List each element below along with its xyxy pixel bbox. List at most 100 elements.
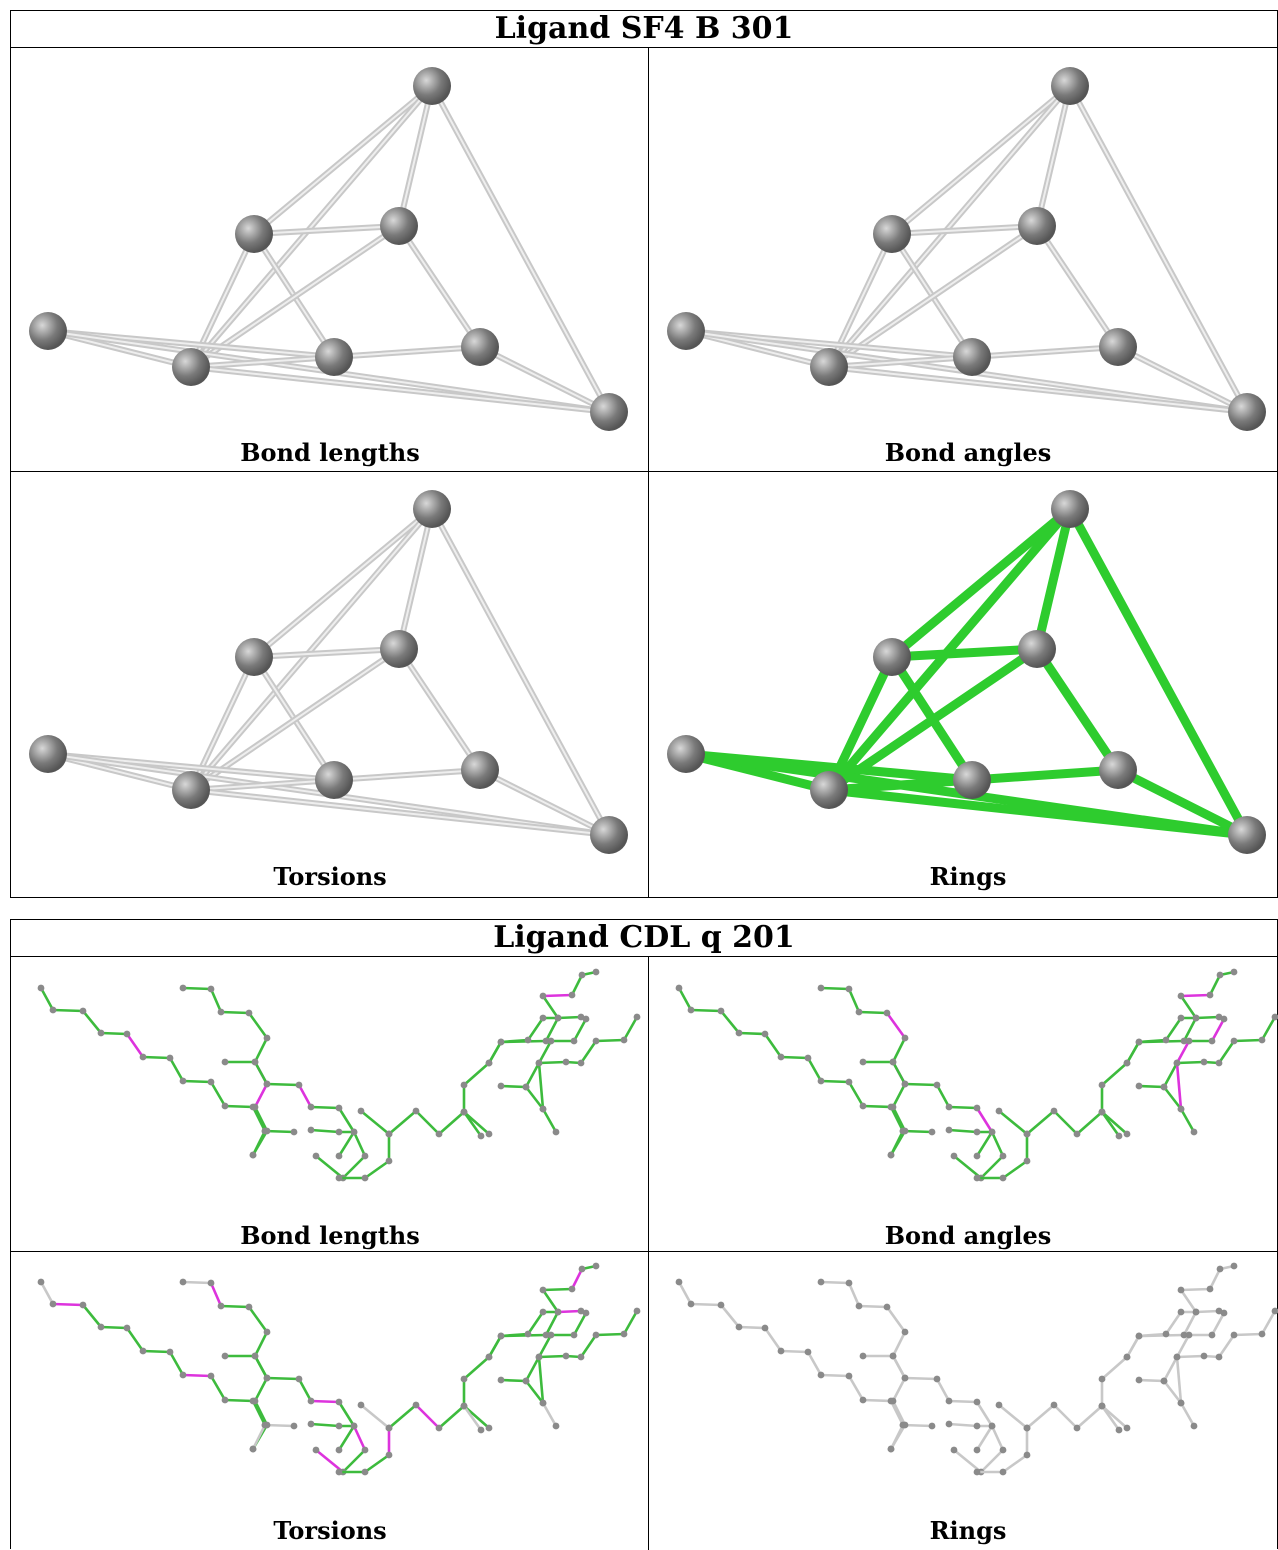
atom	[1173, 1353, 1181, 1361]
bond-highlight	[333, 346, 481, 358]
bond	[387, 1403, 418, 1430]
atom	[295, 1375, 303, 1383]
bond	[537, 1354, 568, 1359]
bond	[1179, 1401, 1196, 1428]
atom	[953, 761, 991, 799]
atom	[928, 1128, 936, 1136]
bond	[537, 1355, 545, 1405]
atom	[1123, 1059, 1131, 1067]
atom	[810, 771, 848, 809]
atom	[139, 1347, 147, 1355]
atom	[901, 1374, 909, 1382]
atom	[1177, 992, 1185, 1000]
atom	[582, 1015, 590, 1023]
atom	[804, 1054, 812, 1062]
bond	[526, 1310, 545, 1336]
bond	[1137, 1332, 1168, 1338]
bond	[622, 1309, 639, 1336]
atom	[1123, 1353, 1131, 1361]
bond	[572, 1311, 588, 1337]
bond-highlight	[190, 789, 610, 836]
atom	[335, 1422, 343, 1430]
atom	[37, 1278, 45, 1286]
bond	[1182, 1016, 1198, 1043]
atom	[953, 338, 991, 376]
bond	[209, 1281, 223, 1308]
atom	[901, 1328, 909, 1336]
bond	[579, 1039, 598, 1065]
bond	[524, 1355, 541, 1383]
atom	[1099, 751, 1137, 789]
bond	[1164, 1016, 1183, 1042]
bond	[1194, 1015, 1221, 1020]
atom	[1180, 1037, 1188, 1045]
atom	[251, 1058, 259, 1066]
atom	[845, 1078, 853, 1086]
bond	[499, 1038, 530, 1044]
atom	[485, 1424, 493, 1432]
cdl-caption-torsions: Torsions	[273, 1516, 387, 1545]
atom	[999, 1174, 1007, 1182]
atom	[592, 1037, 600, 1045]
atom	[542, 1331, 550, 1339]
atom	[1208, 1331, 1216, 1339]
atom	[973, 1468, 981, 1476]
cdl-bond-angles-view	[675, 968, 1278, 1182]
atom	[568, 991, 576, 999]
bond	[719, 1303, 741, 1329]
bond	[253, 1036, 269, 1064]
bond	[541, 1288, 560, 1314]
bond-highlight	[971, 346, 1119, 358]
atom	[667, 735, 705, 773]
atom	[633, 1013, 641, 1021]
atom	[263, 1080, 271, 1088]
atom	[945, 1126, 953, 1134]
bond	[524, 1085, 545, 1111]
bond	[891, 1330, 907, 1358]
bond	[1182, 1310, 1198, 1337]
bond	[689, 1008, 723, 1013]
atom	[590, 816, 628, 854]
column-divider	[648, 957, 649, 1550]
bond	[935, 1083, 951, 1109]
atom	[385, 1451, 393, 1459]
atom	[817, 984, 825, 992]
bond	[1025, 1403, 1056, 1430]
atom	[889, 1103, 897, 1111]
atom	[460, 1081, 468, 1089]
bond	[1179, 993, 1212, 998]
bond	[181, 1280, 213, 1285]
bond	[891, 1060, 907, 1086]
bond	[253, 1376, 269, 1403]
cdl-bond-lengths-view	[37, 968, 641, 1182]
atom	[485, 1353, 493, 1361]
atom	[1160, 1377, 1168, 1385]
atom	[235, 638, 273, 676]
bond	[314, 1448, 345, 1474]
atom	[620, 1036, 628, 1044]
bond	[891, 1082, 907, 1109]
atom	[1208, 1037, 1216, 1045]
atom	[1051, 67, 1089, 105]
atom	[217, 1008, 225, 1016]
bond	[594, 1038, 626, 1043]
bond	[1208, 973, 1222, 997]
atom	[1258, 1330, 1266, 1338]
atom	[1177, 1286, 1185, 1294]
atom	[577, 1059, 585, 1067]
bond-highlight	[398, 508, 433, 650]
bond	[1260, 1309, 1277, 1336]
bond	[524, 1061, 541, 1089]
atom	[889, 1397, 897, 1405]
atom	[901, 1080, 909, 1088]
atom	[1271, 1307, 1278, 1315]
bond	[337, 1106, 356, 1134]
bond	[314, 1154, 345, 1180]
bond	[251, 1399, 267, 1427]
bond	[779, 1055, 810, 1060]
atom	[435, 1130, 443, 1138]
atom	[522, 1377, 530, 1385]
atom	[221, 1352, 229, 1360]
sf4-torsions-view	[29, 490, 628, 854]
atom	[166, 1054, 174, 1062]
